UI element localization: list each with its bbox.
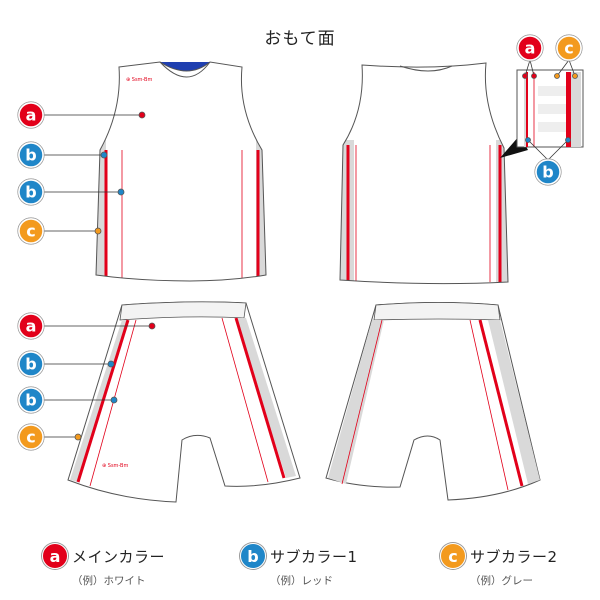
badge-letter: c <box>564 39 573 58</box>
badge-letter: c <box>26 428 35 447</box>
badge-b-10: b <box>534 158 562 186</box>
badge-letter: b <box>25 355 36 374</box>
front-right-panel <box>236 318 296 478</box>
leader-lines <box>43 59 576 438</box>
legend-label-c: サブカラー2 <box>470 547 558 566</box>
legend-example-b: （例）レッド <box>270 575 333 587</box>
legend-main-color: a メインカラー （例）ホワイト <box>42 543 165 589</box>
badge-c-7: c <box>17 423 45 451</box>
badge-b-1: b <box>17 141 45 169</box>
badge-c-3: c <box>17 217 45 245</box>
back-left-panel <box>328 320 384 484</box>
badge-letter: a <box>26 317 37 336</box>
legend-badge-c: c <box>440 543 466 569</box>
badge-a-8: a <box>516 34 544 62</box>
badge-letter: b <box>25 391 36 410</box>
badge-letter: a <box>26 106 37 125</box>
front-shorts-brand: ⊕ Ssm-Bm <box>102 463 128 469</box>
badge-b-6: b <box>17 386 45 414</box>
left-side-panel <box>96 140 106 281</box>
badge-b-2: b <box>17 178 45 206</box>
badge-b-5: b <box>17 350 45 378</box>
legend-sub-color-1: b サブカラー1 （例）レッド <box>240 543 358 589</box>
legend-example-a: （例）ホワイト <box>72 575 146 587</box>
back-shorts <box>325 302 541 501</box>
badge-c-9: c <box>555 34 583 62</box>
badge-letter: b <box>25 146 36 165</box>
leader-dots <box>74 73 578 441</box>
legend-label-b: サブカラー1 <box>270 547 358 566</box>
right-side-panel <box>256 140 266 281</box>
back-right-panel <box>488 320 540 484</box>
legend-badge-b: b <box>240 543 266 569</box>
badge-letter: c <box>26 222 35 241</box>
legend-sub-color-2: c サブカラー2 （例）グレー <box>440 543 558 589</box>
back-shirt <box>339 62 509 285</box>
legend-label-a: メインカラー <box>72 547 166 566</box>
front-waistband <box>119 301 247 321</box>
badge-letter: b <box>542 163 553 182</box>
legend-badge-a: a <box>42 543 68 569</box>
front-shirt: ⊕ Ssm-Bm <box>95 61 267 282</box>
back-left-panel <box>340 140 354 284</box>
badge-a-0: a <box>17 101 45 129</box>
badge-letter: a <box>525 39 536 58</box>
legend-example-c: （例）グレー <box>470 575 533 587</box>
back-waistband <box>373 302 501 321</box>
front-shirt-brand: ⊕ Ssm-Bm <box>126 77 152 83</box>
stripe-detail-callout <box>500 69 584 158</box>
badge-letter: b <box>25 183 36 202</box>
diagram-title: おもて面 <box>264 29 336 49</box>
front-shorts: ⊕ Ssm-Bm <box>67 301 301 503</box>
front-left-panel <box>70 320 128 482</box>
badge-a-4: a <box>17 312 45 340</box>
